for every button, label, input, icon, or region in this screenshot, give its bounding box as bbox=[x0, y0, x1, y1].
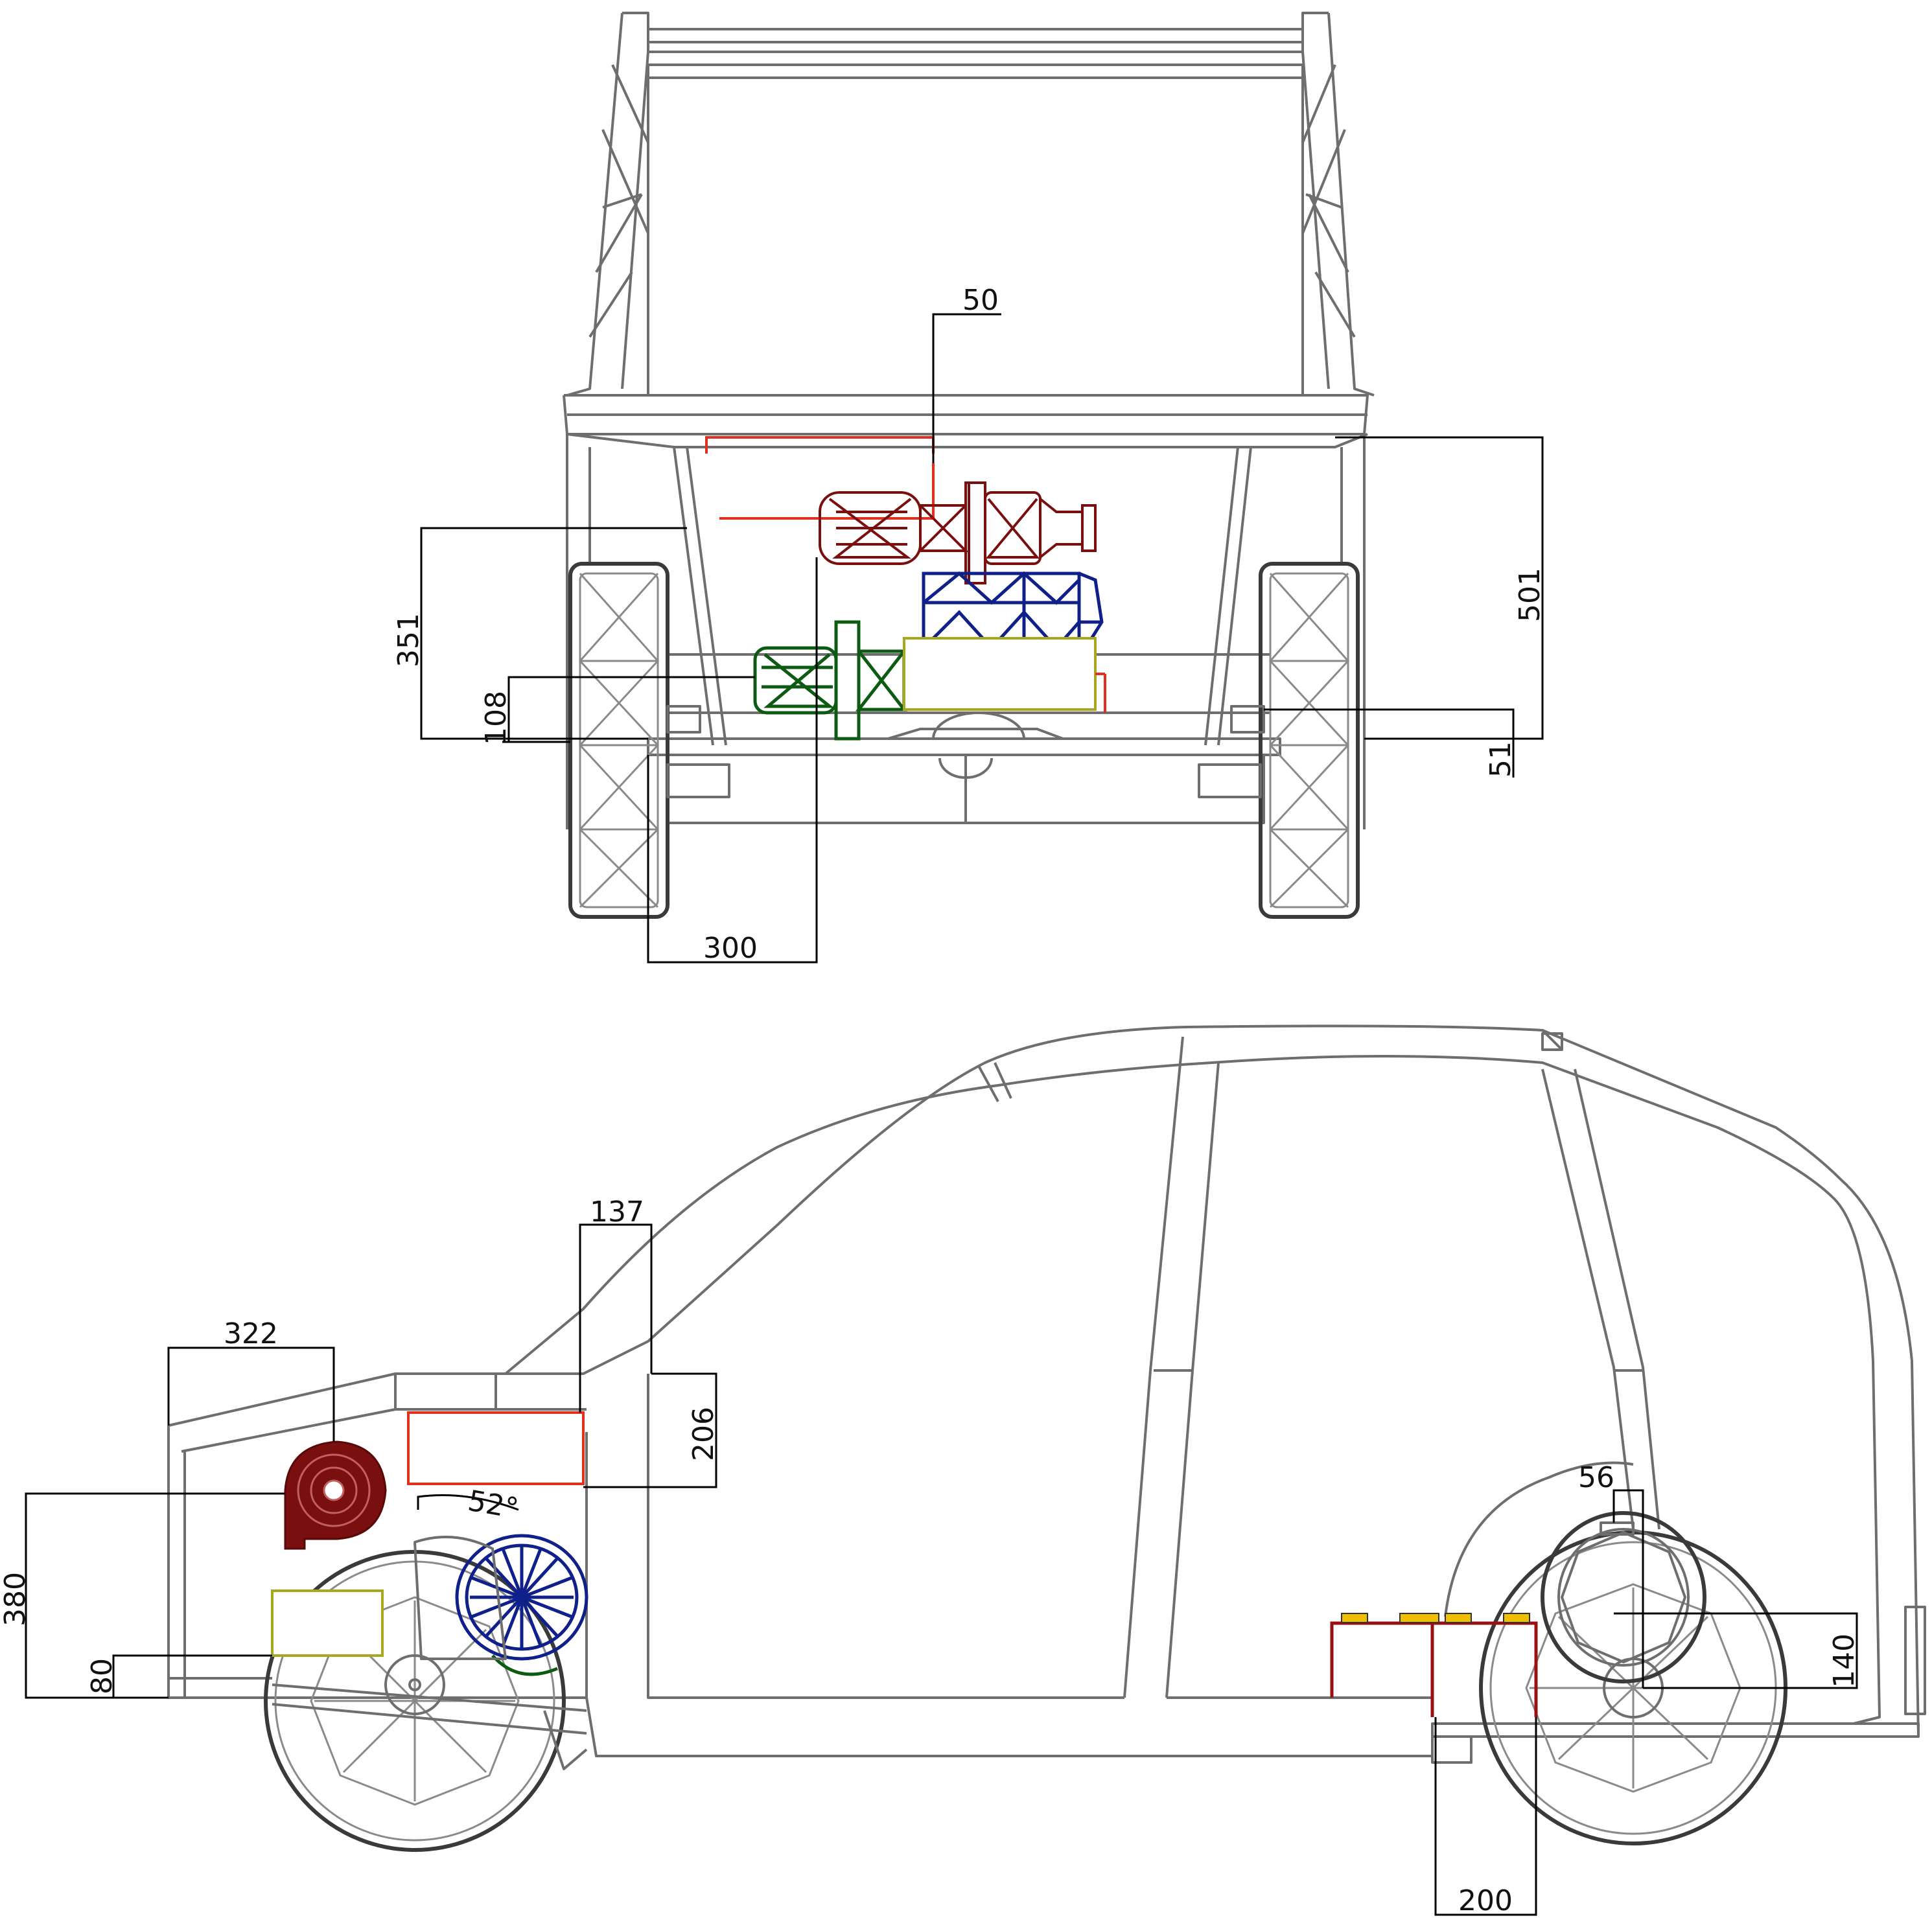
dim-351: 351 bbox=[392, 527, 687, 740]
side-generator bbox=[491, 1654, 558, 1676]
dim-108-label: 108 bbox=[480, 691, 513, 745]
dim-108: 108 bbox=[480, 676, 755, 745]
front-motor bbox=[819, 481, 1097, 584]
dim-80: 80 bbox=[86, 1654, 272, 1698]
dim-501-label: 501 bbox=[1513, 568, 1546, 622]
dim-51: 51 bbox=[1264, 708, 1517, 778]
dim-206: 206 bbox=[583, 1372, 720, 1488]
dim-501: 501 bbox=[1335, 436, 1546, 740]
dim-140-label: 140 bbox=[1828, 1634, 1861, 1688]
dim-56-label: 56 bbox=[1578, 1461, 1614, 1494]
dim-140: 140 bbox=[1614, 1612, 1861, 1689]
dim-52-deg: 52° bbox=[417, 1485, 521, 1526]
dim-206-label: 206 bbox=[687, 1407, 720, 1461]
front-roof-frame bbox=[566, 12, 1375, 397]
side-battery-box bbox=[407, 1411, 585, 1485]
dim-380-label: 380 bbox=[0, 1572, 32, 1626]
dim-50-label: 50 bbox=[962, 284, 999, 317]
dim-300: 300 bbox=[647, 557, 818, 965]
dim-51-label: 51 bbox=[1484, 741, 1517, 778]
dim-137: 137 bbox=[579, 1196, 653, 1413]
dim-322-label: 322 bbox=[224, 1317, 278, 1350]
front-right-wheel bbox=[1259, 562, 1360, 919]
dim-380: 380 bbox=[0, 1492, 285, 1699]
side-view: 137 322 206 52° 380 80 56 140 bbox=[0, 1024, 1926, 1917]
front-controller-box bbox=[903, 637, 1097, 711]
dim-351-label: 351 bbox=[392, 613, 425, 667]
side-rear-battery bbox=[1330, 1613, 1538, 1717]
front-generator bbox=[753, 620, 908, 741]
dim-80-label: 80 bbox=[86, 1658, 119, 1694]
dim-300-label: 300 bbox=[703, 932, 758, 965]
side-controller-box bbox=[271, 1589, 384, 1657]
dim-50: 50 bbox=[932, 284, 1001, 463]
side-rear-wheel bbox=[1479, 1511, 1787, 1845]
side-body-frame bbox=[167, 1024, 1926, 1764]
front-view: 50 351 108 501 51 300 bbox=[392, 12, 1546, 965]
front-left-wheel bbox=[568, 562, 669, 919]
dim-200-label: 200 bbox=[1458, 1884, 1513, 1917]
dim-200: 200 bbox=[1434, 1717, 1537, 1917]
dim-322: 322 bbox=[167, 1317, 335, 1442]
dim-56: 56 bbox=[1578, 1461, 1644, 1688]
side-motor bbox=[284, 1440, 387, 1550]
side-gear-wheel bbox=[455, 1534, 588, 1661]
dim-52-label: 52° bbox=[465, 1485, 521, 1526]
dim-137-label: 137 bbox=[590, 1196, 644, 1229]
